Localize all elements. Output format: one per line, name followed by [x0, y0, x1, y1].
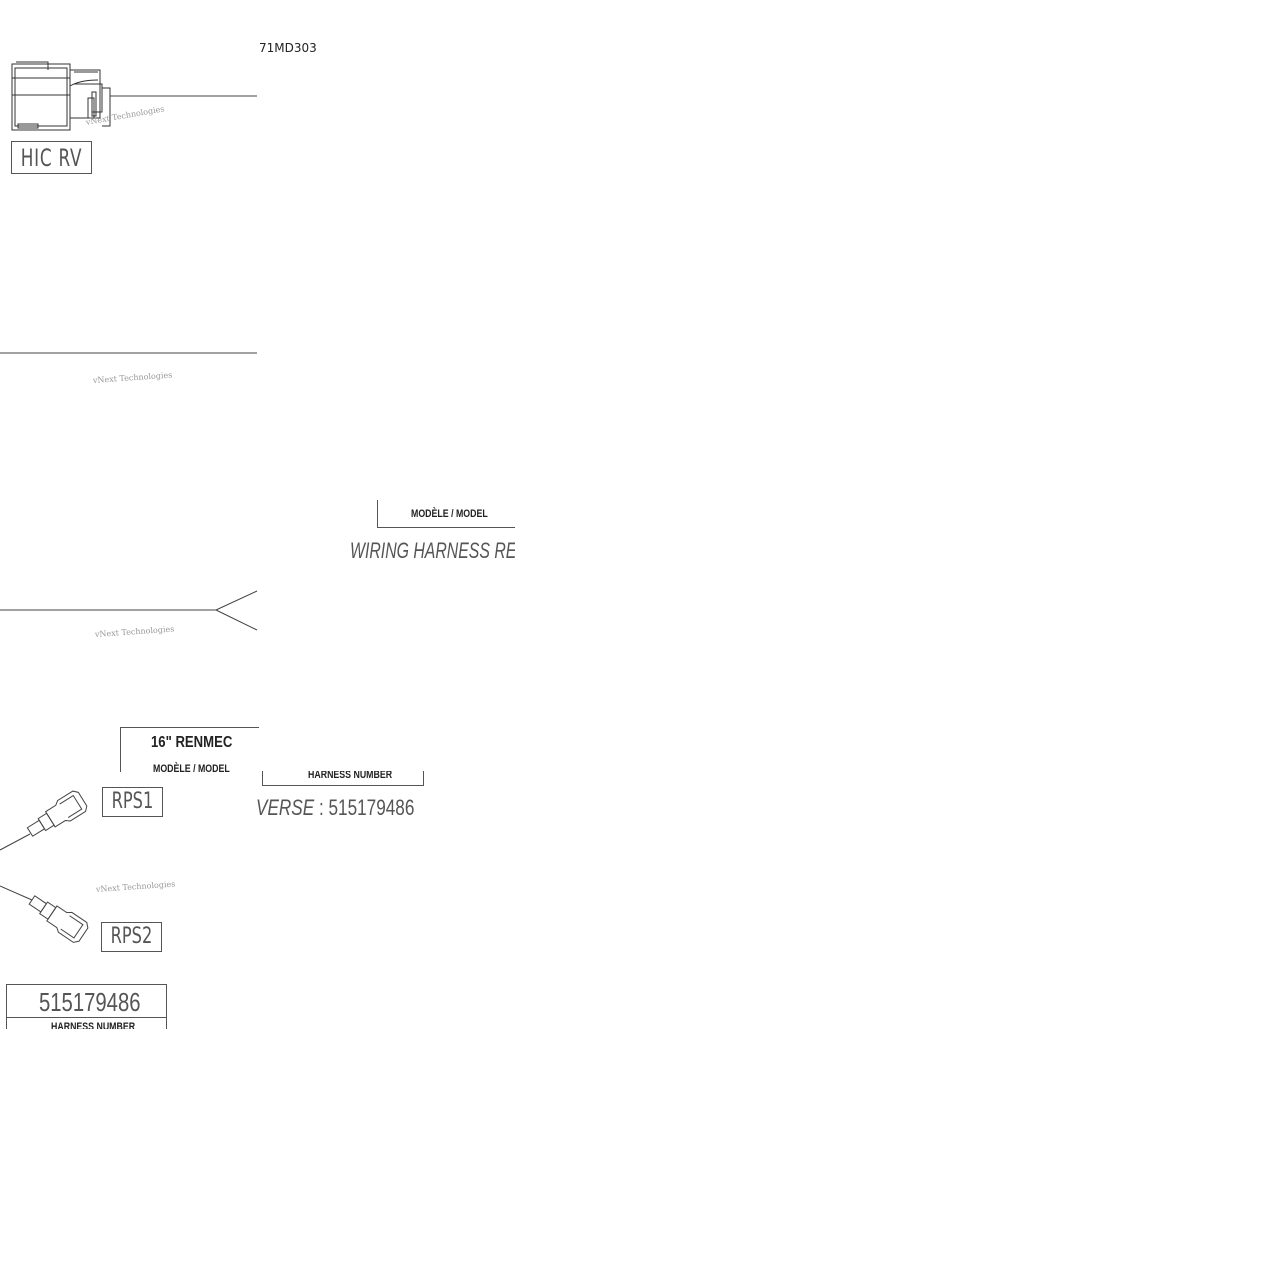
harness-label-lower: HARNESS NUMBER — [51, 1021, 136, 1029]
rps1-label: RPS1 — [102, 787, 163, 817]
wiring-harness-title-text: WIRING HARNESS RE — [350, 538, 515, 563]
hic-connector-drawing — [11, 61, 111, 131]
split-wire — [0, 590, 258, 631]
harness-number-inline: 515179486 — [328, 795, 415, 820]
model-label-upper: MODÈLE / MODEL — [411, 508, 488, 520]
harness-number-box: 515179486 HARNESS NUMBER — [6, 984, 167, 1029]
model-box-upper: MODÈLE / MODEL — [377, 500, 515, 528]
rps1-text: RPS1 — [111, 789, 154, 814]
rps2-label: RPS2 — [101, 922, 162, 952]
title-end-text: VERSE — [256, 795, 315, 820]
harness-number: 515179486 — [39, 987, 141, 1017]
title-separator: : — [314, 795, 329, 820]
model-name: 16" RENMEC — [151, 734, 233, 751]
rps2-connector-drawing — [0, 885, 89, 943]
rps1-connector-drawing — [0, 790, 88, 851]
model-box-lower: 16" RENMEC MODÈLE / MODEL — [120, 727, 259, 772]
hic-rv-text: HIC RV — [20, 143, 83, 172]
harness-box-divider — [7, 1017, 166, 1018]
hic-rv-label: HIC RV — [11, 141, 92, 174]
model-label-lower: MODÈLE / MODEL — [153, 763, 230, 772]
wiring-harness-title: WIRING HARNESS RE — [350, 538, 515, 568]
reverse-harness-line: VERSE : 515179486 — [256, 795, 426, 825]
drawing-code: 71MD303 — [259, 41, 317, 55]
harness-label-box-upper: HARNESS NUMBER — [262, 771, 424, 786]
harness-label-upper: HARNESS NUMBER — [308, 771, 393, 781]
rps2-text: RPS2 — [110, 924, 153, 949]
